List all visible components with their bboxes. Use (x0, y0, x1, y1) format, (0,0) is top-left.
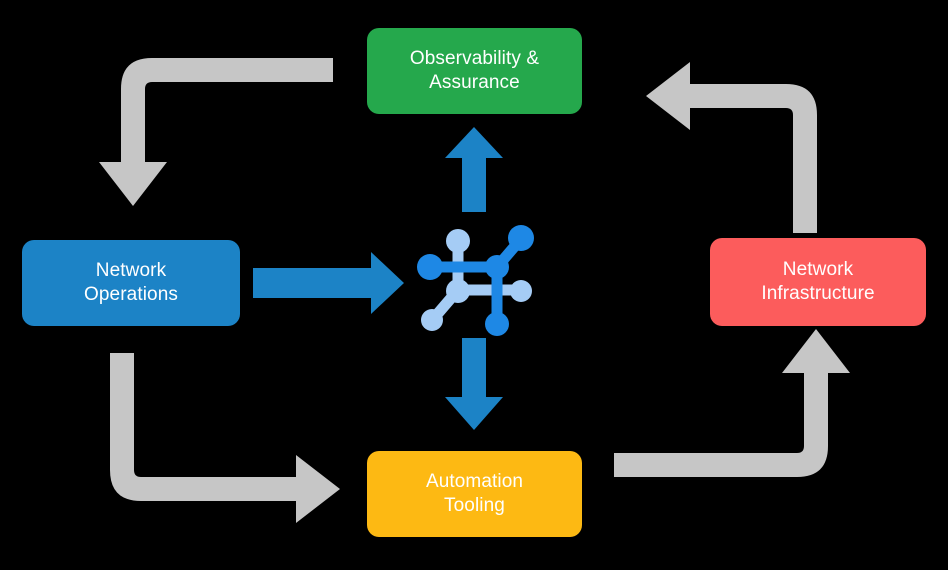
center-to-automation-arrow (445, 338, 503, 430)
node-observability-assurance[interactable]: Observability & Assurance (367, 28, 582, 114)
observability-to-operations-arrow (99, 58, 333, 206)
infrastructure-to-observability-arrow (646, 62, 817, 233)
node-network-operations[interactable]: Network Operations (22, 240, 240, 326)
node-automation-tooling[interactable]: Automation Tooling (367, 451, 582, 537)
node-network-operations-label: Network Operations (84, 259, 178, 305)
automation-to-infrastructure-arrow (614, 329, 850, 477)
network-operations-to-center-arrow (253, 252, 404, 314)
operations-to-automation-arrow (110, 353, 340, 523)
node-observability-label: Observability & Assurance (409, 47, 540, 93)
node-network-infrastructure[interactable]: Network Infrastructure (710, 238, 926, 326)
node-network-infrastructure-label: Network Infrastructure (761, 258, 875, 304)
center-to-observability-arrow (445, 127, 503, 212)
node-automation-tooling-label: Automation Tooling (425, 470, 524, 516)
